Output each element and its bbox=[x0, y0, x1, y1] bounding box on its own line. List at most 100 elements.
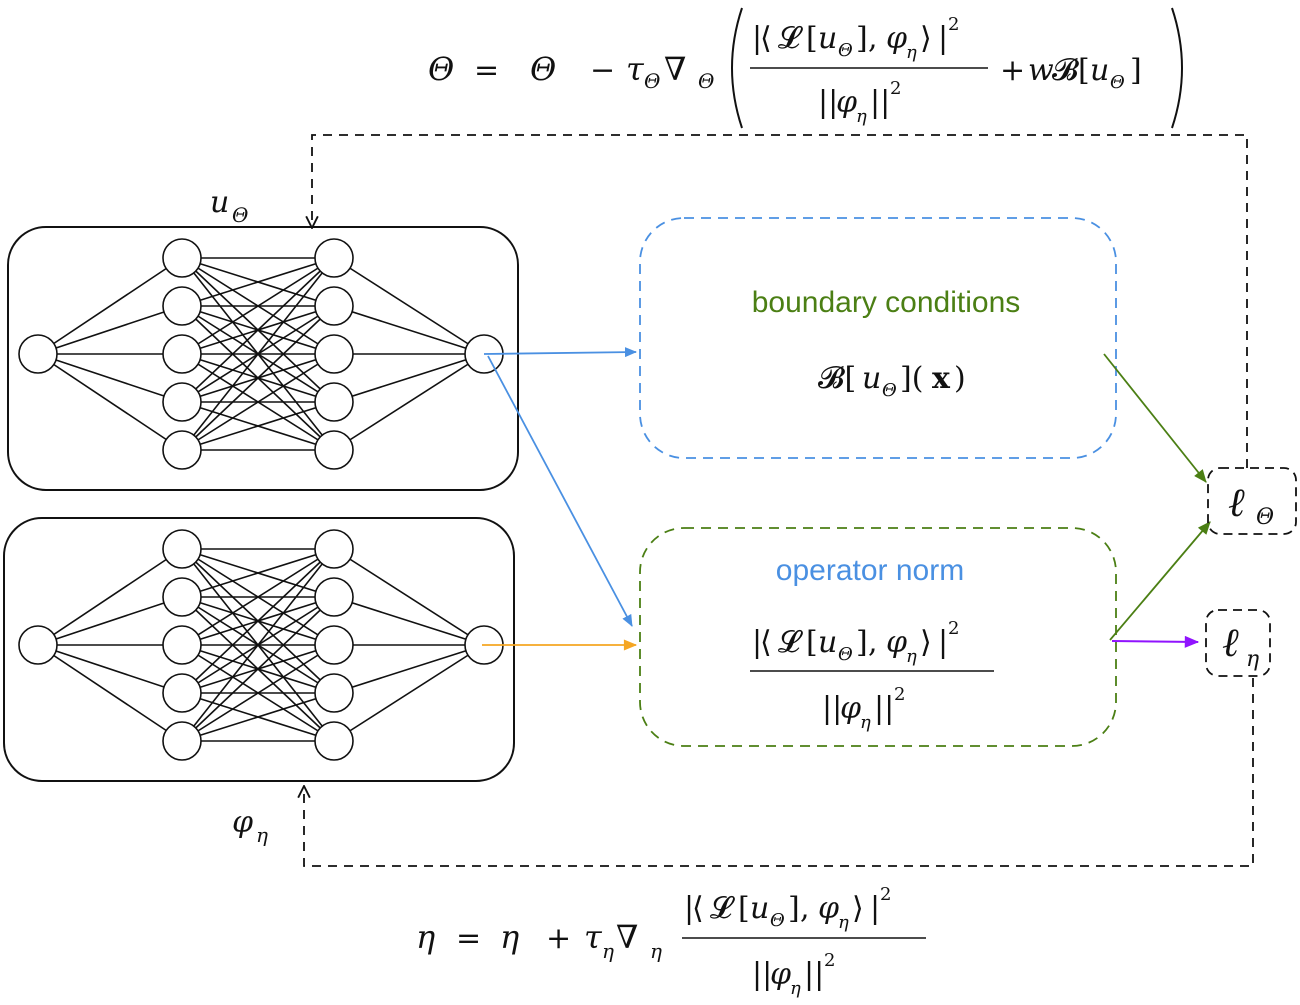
phi-eta-edge bbox=[181, 548, 335, 742]
svg-text:𝓛: 𝓛 bbox=[710, 891, 735, 926]
u-theta-edge bbox=[333, 353, 485, 451]
svg-text:η: η bbox=[256, 823, 268, 847]
svg-text:⟩: ⟩ bbox=[920, 625, 932, 660]
svg-text:Θ: Θ bbox=[882, 380, 897, 401]
phi-eta-edge bbox=[37, 644, 183, 694]
svg-text:]: ] bbox=[1130, 53, 1142, 88]
svg-text:2: 2 bbox=[890, 78, 901, 99]
phi-eta-network bbox=[18, 529, 504, 761]
svg-text:|: | bbox=[752, 625, 762, 660]
svg-text:φ: φ bbox=[886, 21, 907, 56]
svg-text:x: x bbox=[932, 361, 951, 396]
phi-eta-neuron bbox=[162, 529, 202, 569]
svg-text:η: η bbox=[650, 939, 662, 963]
u-theta-label: u Θ bbox=[210, 185, 248, 227]
eta-fraction-denominator: || φ η || 2 bbox=[752, 950, 835, 999]
svg-text:u: u bbox=[750, 891, 769, 926]
phi-eta-neuron bbox=[314, 529, 354, 569]
u-theta-neuron bbox=[162, 238, 202, 278]
phi-eta-edge bbox=[333, 596, 485, 646]
u-theta-edge bbox=[37, 305, 183, 355]
u-theta-neuron bbox=[162, 382, 202, 422]
svg-text:+: + bbox=[1000, 53, 1025, 88]
svg-text:||: || bbox=[822, 691, 842, 726]
u-theta-network bbox=[18, 238, 504, 470]
svg-text:⟩: ⟩ bbox=[920, 21, 932, 56]
u-theta-edge bbox=[181, 257, 335, 451]
phi-eta-edge bbox=[333, 644, 485, 694]
u-theta-neuron bbox=[162, 334, 202, 374]
svg-text:[: [ bbox=[738, 891, 750, 926]
right-big-paren bbox=[1171, 7, 1183, 129]
svg-text:η: η bbox=[860, 712, 871, 733]
boundary-conditions-box bbox=[639, 217, 1117, 459]
u-theta-edge bbox=[37, 353, 183, 403]
svg-text:]: ] bbox=[788, 891, 800, 926]
svg-text:u: u bbox=[862, 361, 881, 396]
svg-text:): ) bbox=[954, 361, 966, 396]
svg-text:η: η bbox=[838, 912, 849, 933]
phi-eta-edge bbox=[37, 644, 183, 742]
phi-eta-edge bbox=[181, 692, 335, 742]
u-theta-neuron bbox=[162, 286, 202, 326]
svg-text:Θ: Θ bbox=[428, 50, 454, 88]
operator-to-loss-eta-arrow bbox=[1111, 635, 1200, 648]
u-theta-neuron bbox=[314, 286, 354, 326]
u-theta-neuron bbox=[314, 238, 354, 278]
svg-text:w: w bbox=[1028, 53, 1054, 88]
svg-text:⟨: ⟨ bbox=[692, 891, 704, 926]
operator-norm-box bbox=[639, 527, 1117, 747]
svg-text:](: ]( bbox=[900, 361, 923, 396]
phi-eta-neuron bbox=[314, 721, 354, 761]
svg-text:|: | bbox=[752, 21, 762, 56]
svg-text:=: = bbox=[456, 921, 481, 956]
svg-text:τ: τ bbox=[584, 918, 603, 956]
svg-text:Θ: Θ bbox=[838, 40, 853, 61]
svg-text:η: η bbox=[906, 646, 917, 667]
svg-text:η: η bbox=[500, 918, 519, 956]
svg-text:⟨: ⟨ bbox=[760, 21, 772, 56]
svg-text:φ: φ bbox=[818, 891, 839, 926]
left-big-paren bbox=[731, 7, 743, 129]
u-theta-edge bbox=[181, 257, 335, 307]
svg-text:||: || bbox=[804, 957, 824, 992]
u-theta-edge bbox=[37, 353, 183, 451]
svg-text:η: η bbox=[856, 106, 867, 127]
theta-fraction-numerator: | ⟨ 𝓛 [ u Θ ] , φ η ⟩ | 2 bbox=[752, 14, 959, 63]
svg-text:𝓛: 𝓛 bbox=[778, 625, 803, 660]
u-theta-neuron bbox=[314, 382, 354, 422]
svg-text:[: [ bbox=[1078, 53, 1090, 88]
svg-text:|: | bbox=[870, 891, 880, 926]
phi-eta-neuron bbox=[314, 625, 354, 665]
svg-text:⟩: ⟩ bbox=[852, 891, 864, 926]
phi-eta-label: φ η bbox=[232, 805, 268, 847]
phi-eta-neuron bbox=[18, 625, 58, 665]
svg-text:φ: φ bbox=[886, 625, 907, 660]
svg-text:=: = bbox=[474, 53, 499, 88]
svg-text:Θ: Θ bbox=[1110, 72, 1125, 93]
svg-text:u: u bbox=[818, 625, 837, 660]
u-theta-edge bbox=[181, 353, 335, 451]
svg-text:Θ: Θ bbox=[838, 644, 853, 665]
svg-text:−: − bbox=[590, 53, 615, 88]
svg-text:ℓ: ℓ bbox=[1222, 620, 1239, 666]
boundary-to-loss-theta-arrow bbox=[1103, 353, 1207, 483]
operator-to-loss-theta-arrow bbox=[1109, 521, 1211, 641]
svg-text:η: η bbox=[1246, 647, 1259, 672]
phi-eta-network-box bbox=[3, 517, 515, 782]
u-theta-edge bbox=[333, 305, 485, 355]
u-theta-neuron bbox=[18, 334, 58, 374]
svg-text:u: u bbox=[1090, 53, 1109, 88]
svg-text:Θ: Θ bbox=[530, 50, 556, 88]
svg-text:2: 2 bbox=[948, 618, 959, 639]
theta-feedback-path bbox=[312, 134, 1248, 468]
svg-text:η: η bbox=[790, 978, 801, 999]
eta-fraction-numerator: | ⟨ 𝓛 [ u Θ ] , φ η ⟩ | 2 bbox=[684, 884, 891, 933]
phi-eta-neuron bbox=[314, 673, 354, 713]
svg-text:u: u bbox=[210, 185, 229, 220]
phi-eta-edge bbox=[37, 596, 183, 646]
eta-update-formula: η = η + τ η ∇ η | ⟨ 𝓛 [ u Θ ] , φ η ⟩ | … bbox=[416, 884, 926, 999]
eta-feedback-path bbox=[304, 678, 1254, 867]
svg-text:||: || bbox=[870, 85, 890, 120]
svg-text:[: [ bbox=[806, 625, 818, 660]
